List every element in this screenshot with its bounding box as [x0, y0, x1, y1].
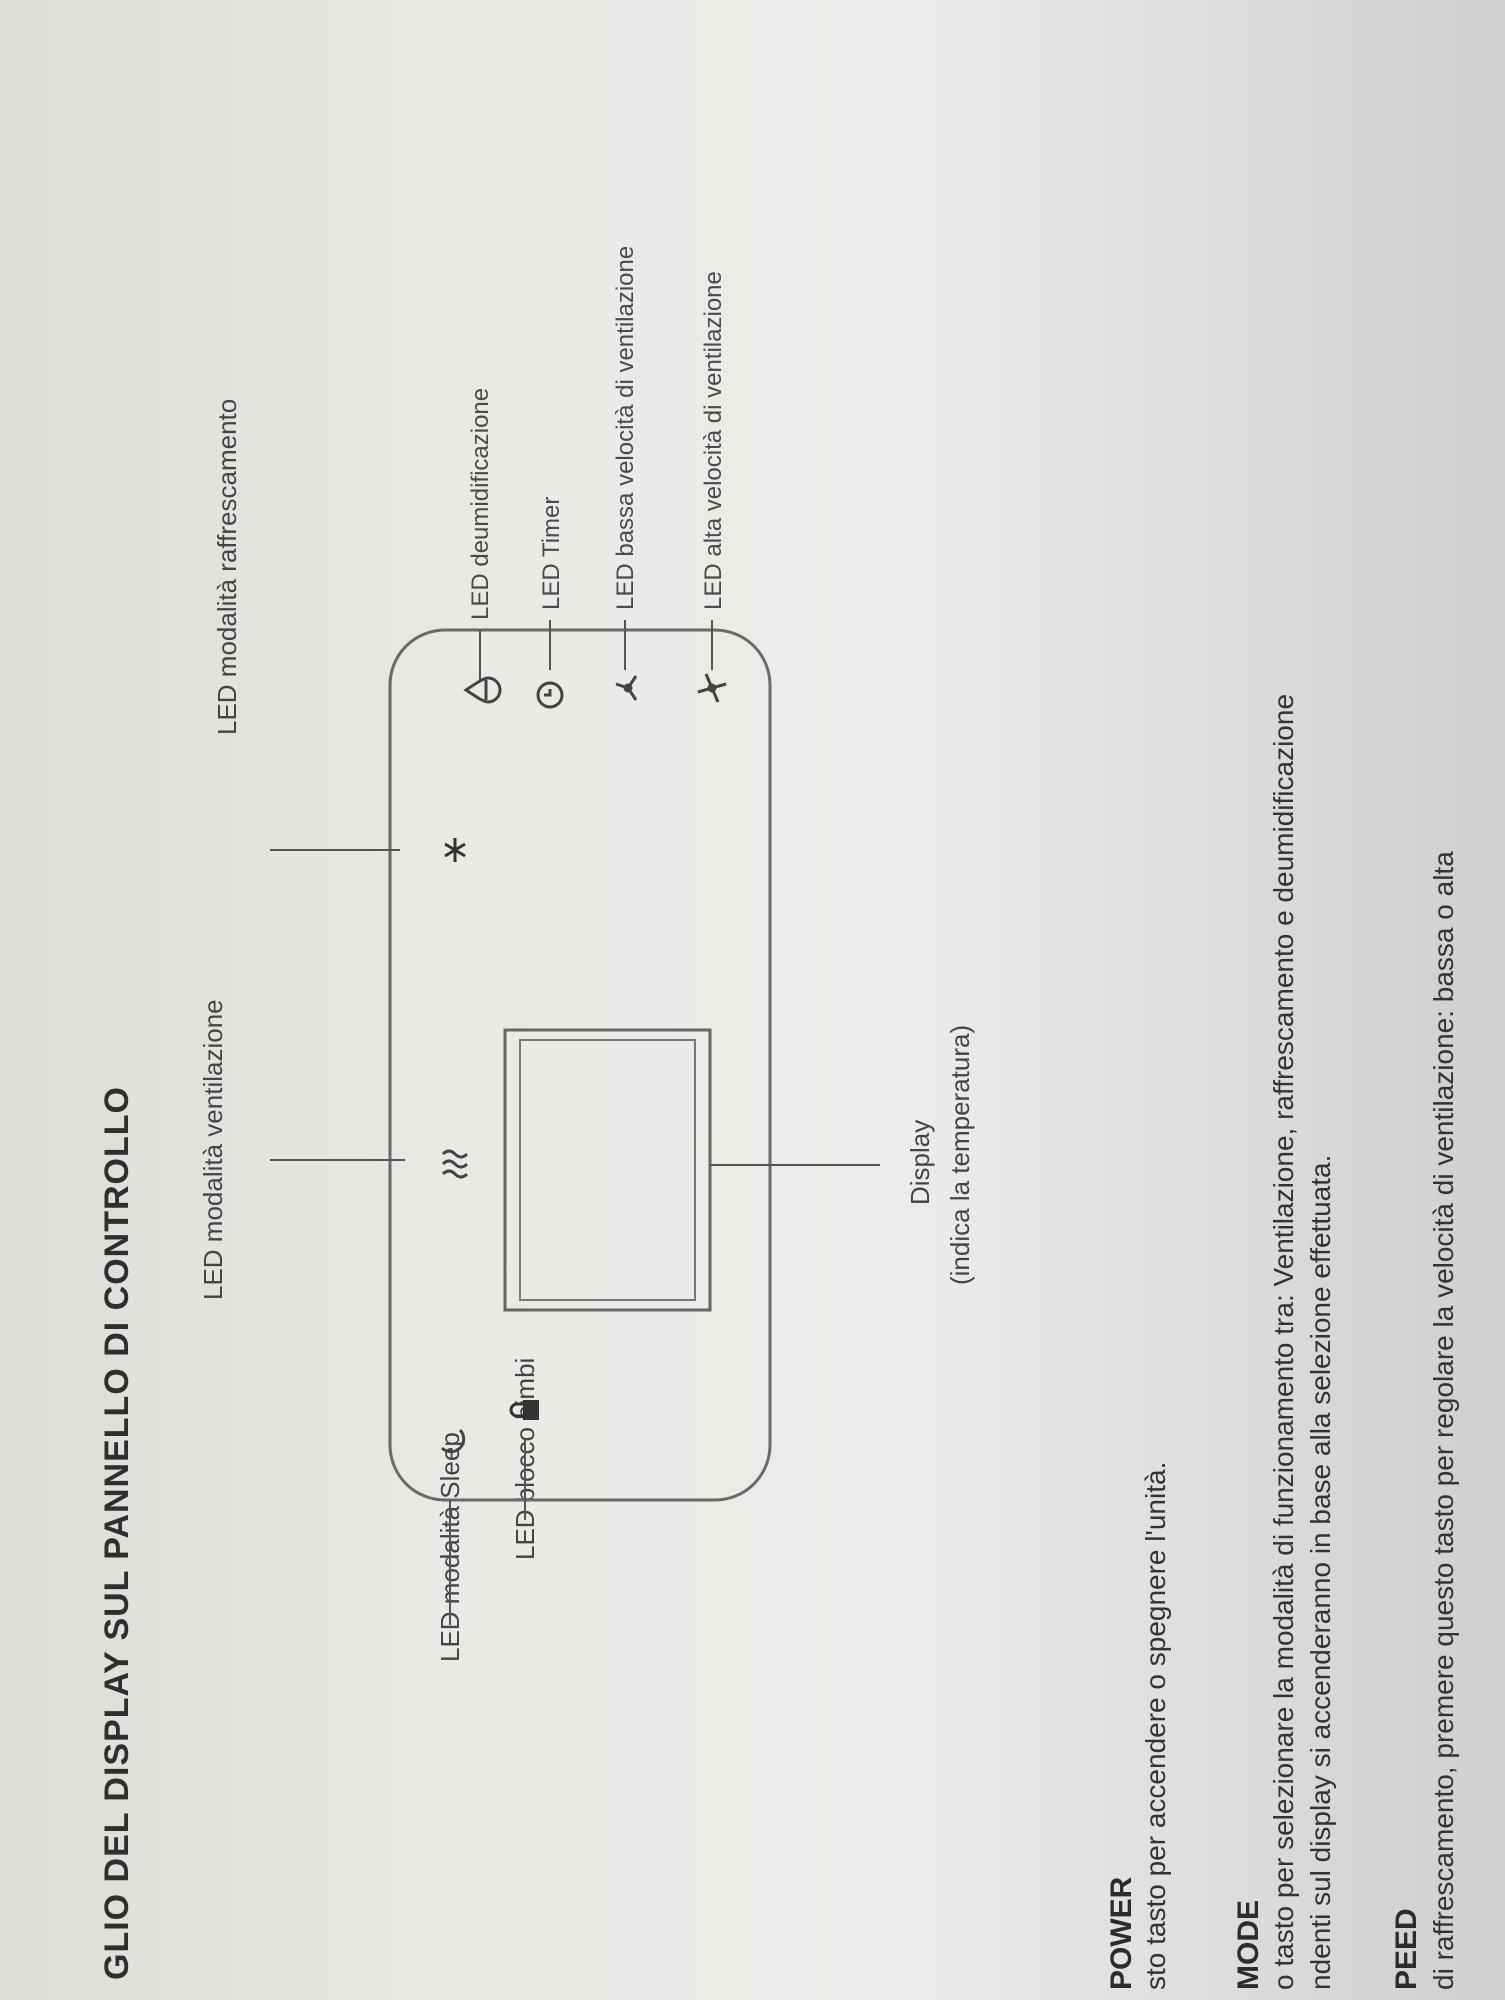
snowflake-icon: [444, 838, 466, 862]
lock-icon: [509, 1400, 539, 1420]
display-window-inner: [519, 1039, 696, 1301]
sleep-icon: [440, 1428, 466, 1454]
droplet-icon: [463, 676, 502, 704]
section-mode-text-2: ndenti sul display si accenderanno in ba…: [1305, 1154, 1336, 1990]
section-speed-heading: PEED: [1390, 1908, 1423, 1990]
section-power-text: sto tasto per accendere o spegnere l'uni…: [1140, 1461, 1171, 1990]
section-speed-text: di raffrescamento, premere questo tasto …: [1428, 851, 1459, 1990]
display-window-outer: [503, 1028, 712, 1312]
section-power-heading: POWER: [1105, 1876, 1138, 1990]
section-mode-text-1: o tasto per selezionare la modalità di f…: [1268, 693, 1299, 1990]
panel-outline: [388, 628, 772, 1502]
fan-wave-icon: [441, 1149, 469, 1179]
fan-high-icon: [697, 673, 727, 703]
timer-icon: [536, 681, 564, 709]
section-mode-heading: MODE: [1232, 1900, 1265, 1990]
fan-low-icon: [615, 675, 638, 701]
